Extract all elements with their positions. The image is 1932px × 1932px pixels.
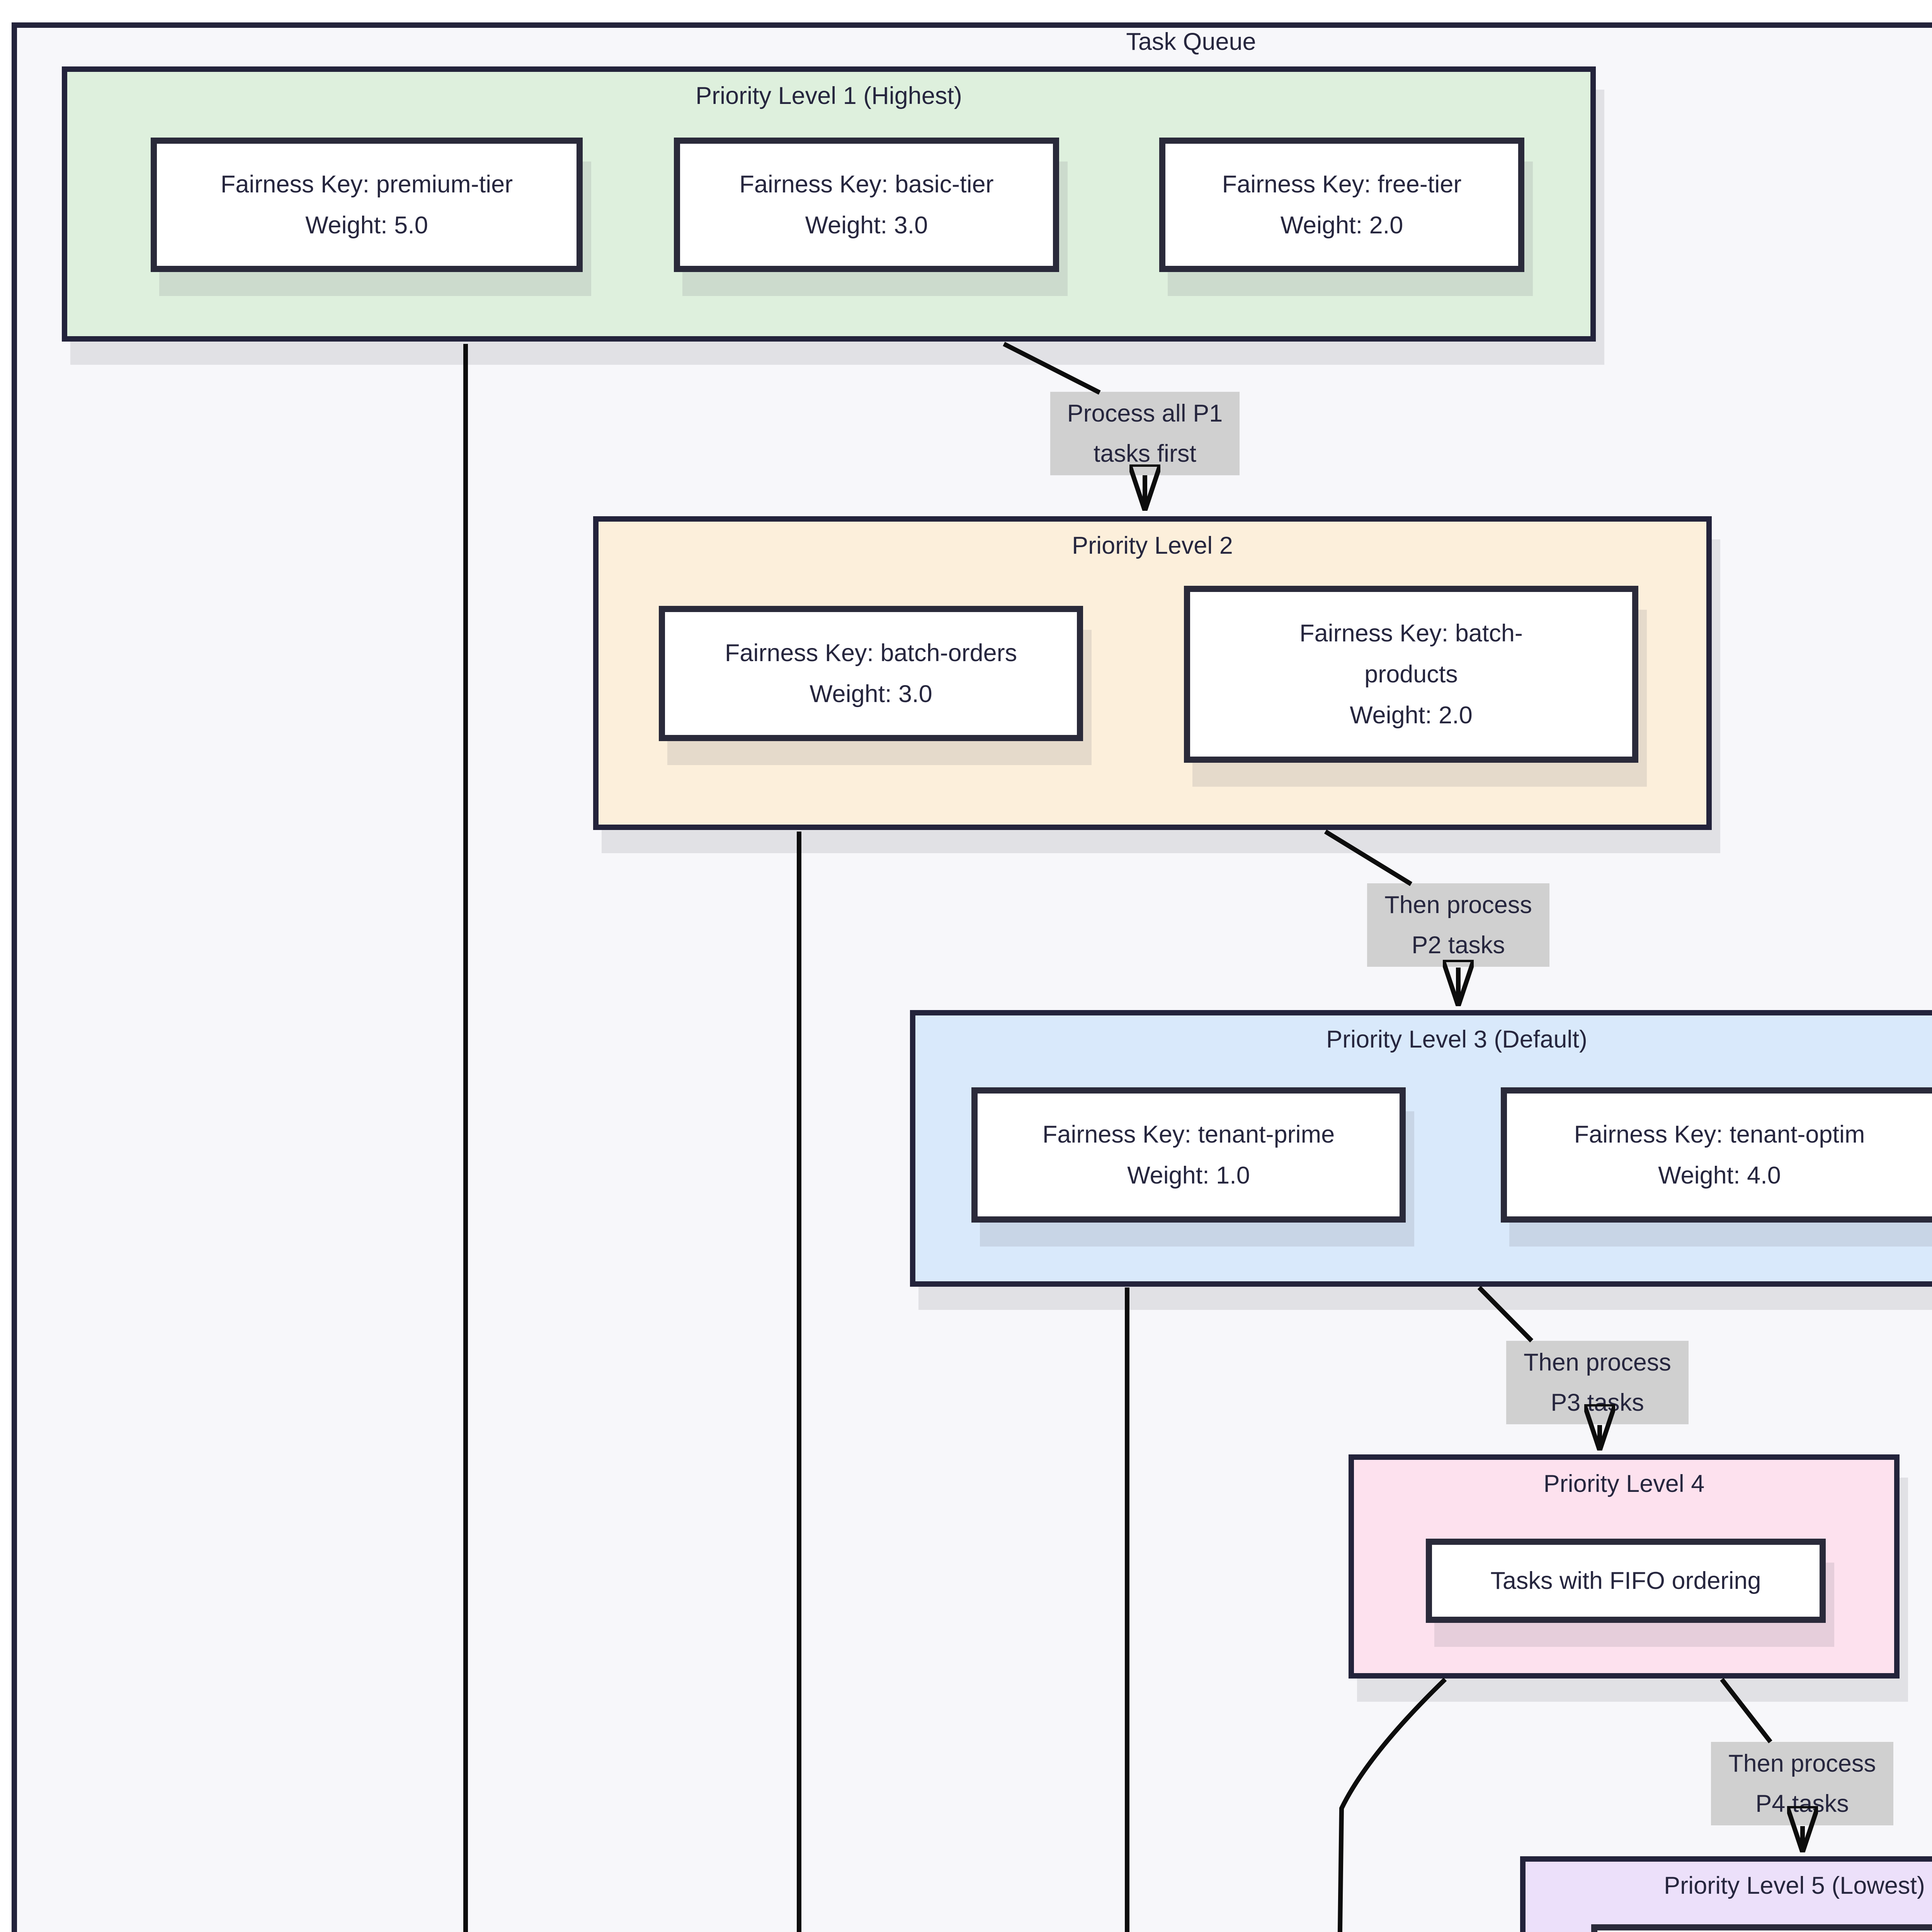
node-text: Weight: 5.0	[305, 212, 428, 239]
cluster-priority-5: Priority Level 5 (Lowest)	[1520, 1856, 1932, 1932]
node-tenant-prime: Fairness Key: tenant-prime Weight: 1.0	[971, 1087, 1406, 1223]
node-text: Fairness Key: free-tier	[1222, 171, 1462, 198]
cluster-priority-3-label: Priority Level 3 (Default)	[1326, 1026, 1587, 1053]
node-text: Weight: 4.0	[1658, 1162, 1781, 1189]
node-text: Weight: 3.0	[810, 680, 932, 707]
cluster-priority-4-label: Priority Level 4	[1543, 1470, 1705, 1497]
edge-label-process-p1: Process all P1 tasks first	[1050, 392, 1240, 475]
node-text: Fairness Key: premium-tier	[220, 171, 513, 198]
edge-label-text: tasks first	[1093, 440, 1197, 467]
edge-label-process-p3: Then process P3 tasks	[1506, 1341, 1689, 1424]
cluster-priority-2-label: Priority Level 2	[1072, 532, 1233, 559]
diagram-title: Task Queue	[1126, 28, 1256, 55]
edge-label-text: P4 tasks	[1755, 1790, 1849, 1817]
edge-label-text: Then process	[1384, 891, 1532, 918]
node-text: Weight: 2.0	[1280, 212, 1403, 239]
node-batch-orders: Fairness Key: batch-orders Weight: 3.0	[659, 606, 1083, 741]
edge-label-text: P3 tasks	[1551, 1389, 1644, 1416]
node-text: Fairness Key: tenant-optim	[1574, 1121, 1865, 1148]
node-text: Fairness Key: tenant-prime	[1042, 1121, 1335, 1148]
node-basic-tier: Fairness Key: basic-tier Weight: 3.0	[674, 138, 1059, 272]
node-batch-products: Fairness Key: batch- products Weight: 2.…	[1184, 586, 1638, 763]
edge-label-process-p2: Then process P2 tasks	[1367, 883, 1549, 967]
edge-label-process-p4: Then process P4 tasks	[1711, 1742, 1893, 1825]
node-premium-tier: Fairness Key: premium-tier Weight: 5.0	[151, 138, 583, 272]
edge-label-text: Process all P1	[1067, 400, 1223, 427]
cluster-priority-1-label: Priority Level 1 (Highest)	[696, 82, 962, 109]
node-text: Fairness Key: batch-orders	[724, 639, 1017, 667]
node-fifo-p4: Tasks with FIFO ordering	[1426, 1539, 1826, 1623]
node-text: Fairness Key: basic-tier	[739, 171, 994, 198]
edge-label-text: P2 tasks	[1412, 932, 1505, 959]
node-text: Weight: 2.0	[1350, 702, 1473, 729]
node-free-tier: Fairness Key: free-tier Weight: 2.0	[1159, 138, 1524, 272]
edge-label-text: Then process	[1728, 1750, 1876, 1777]
node-text: products	[1364, 661, 1458, 688]
node-text: Fairness Key: batch-	[1299, 620, 1523, 647]
edge-label-text: Then process	[1524, 1349, 1671, 1376]
node-text: Tasks with FIFO ordering	[1490, 1567, 1761, 1594]
node-tenant-optim: Fairness Key: tenant-optim Weight: 4.0	[1501, 1087, 1932, 1223]
cluster-priority-5-label: Priority Level 5 (Lowest)	[1664, 1872, 1925, 1899]
node-text: Weight: 1.0	[1127, 1162, 1250, 1189]
node-text: Weight: 3.0	[805, 212, 928, 239]
node-fifo-p5: Tasks with FIFO ordering	[1591, 1924, 1932, 1932]
